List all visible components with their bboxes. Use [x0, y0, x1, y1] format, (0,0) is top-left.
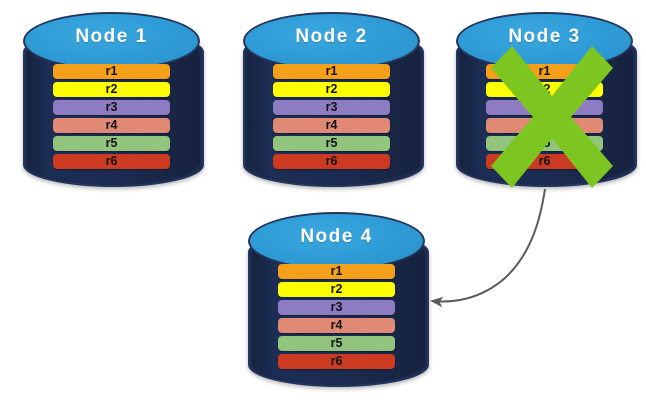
node-3-row-r6: r6	[486, 154, 603, 169]
node-3-row-r1: r1	[486, 64, 603, 79]
node-3-rows: r1 r2 r3 r4 r5 r6	[456, 64, 633, 169]
node-3-row-r5: r5	[486, 136, 603, 151]
node-4-row-r5: r5	[278, 336, 395, 351]
node-1-row-r3: r3	[53, 100, 170, 115]
node-1-row-r5: r5	[53, 136, 170, 151]
node-4-row-r1: r1	[278, 264, 395, 279]
node-4-row-r4: r4	[278, 318, 395, 333]
node-4-row-r3: r3	[278, 300, 395, 315]
node-2-row-r1: r1	[273, 64, 390, 79]
node-1-row-r2: r2	[53, 82, 170, 97]
node-4-row-r2: r2	[278, 282, 395, 297]
node-2-cylinder-top	[243, 12, 420, 70]
node3-to-node4-arrow	[430, 188, 546, 308]
node-1-row-r1: r1	[53, 64, 170, 79]
node-2-rows: r1 r2 r3 r4 r5 r6	[243, 64, 420, 169]
node-3-row-r3: r3	[486, 100, 603, 115]
node-2-row-r3: r3	[273, 100, 390, 115]
node-2-row-r5: r5	[273, 136, 390, 151]
node-1-rows: r1 r2 r3 r4 r5 r6	[23, 64, 200, 169]
node-1-row-r4: r4	[53, 118, 170, 133]
node-4-row-r6: r6	[278, 354, 395, 369]
node-1-cylinder-top	[23, 12, 200, 70]
node-4-cylinder-top	[248, 212, 425, 270]
node-3-row-r2: r2	[486, 82, 603, 97]
node-1-row-r6: r6	[53, 154, 170, 169]
node-2-row-r4: r4	[273, 118, 390, 133]
node-3-cylinder-top	[456, 12, 633, 70]
node-4-rows: r1 r2 r3 r4 r5 r6	[248, 264, 425, 369]
node-3-row-r4: r4	[486, 118, 603, 133]
node-2-row-r2: r2	[273, 82, 390, 97]
node-2-row-r6: r6	[273, 154, 390, 169]
